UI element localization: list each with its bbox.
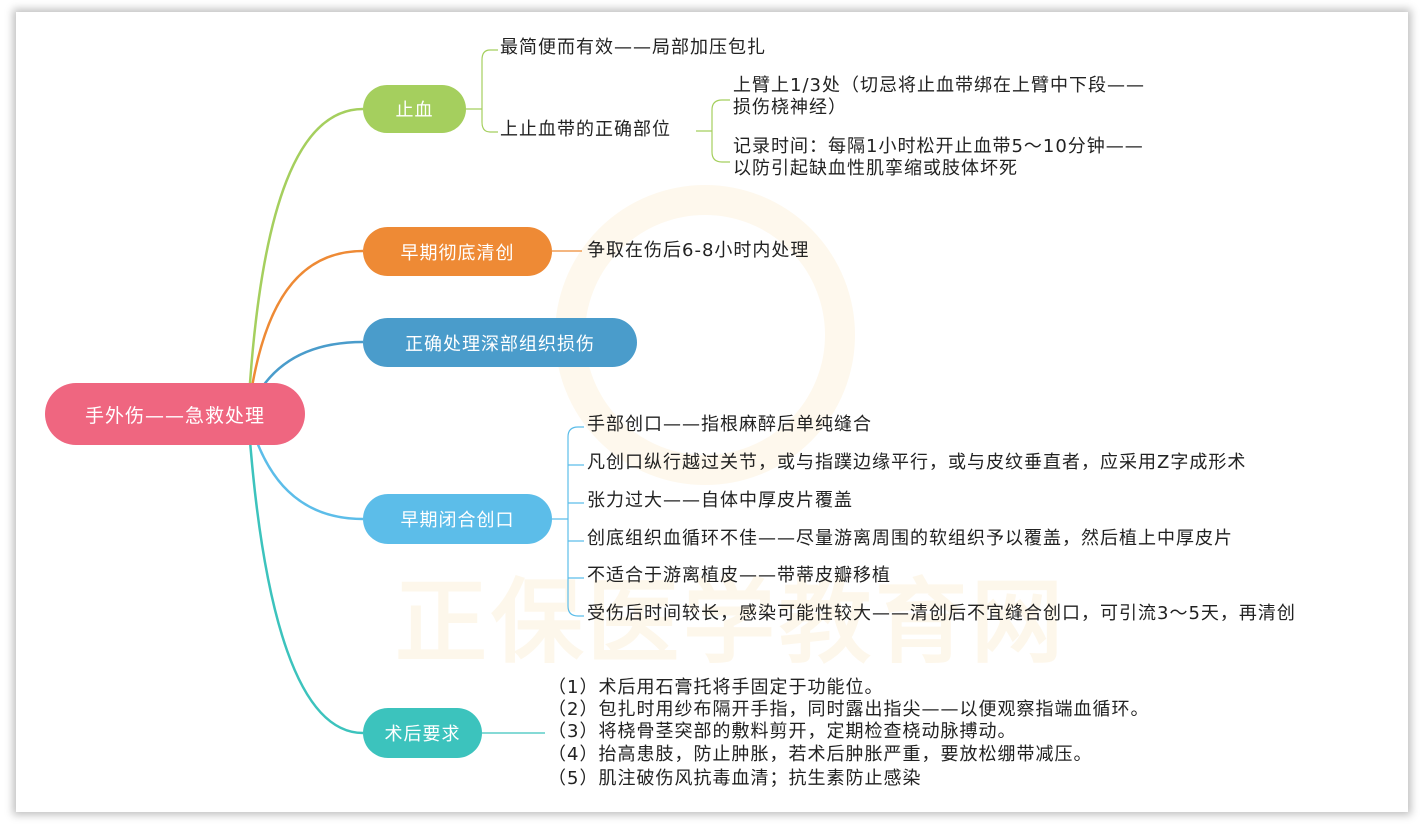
watermark-text: 正保医学教育网 bbox=[395, 569, 1068, 676]
node-wound-closure[interactable]: 早期闭合创口 bbox=[363, 494, 552, 544]
closure-item: 创底组织血循环不佳——尽量游离周围的软组织予以覆盖，然后植上中厚皮片 bbox=[587, 528, 1233, 549]
closure-item: 不适合于游离植皮——带蒂皮瓣移植 bbox=[587, 565, 891, 586]
hemostasis-item: 上止血带的正确部位 bbox=[500, 119, 671, 140]
closure-item: 张力过大——自体中厚皮片覆盖 bbox=[587, 490, 853, 511]
postop-item: （1）术后用石膏托将手固定于功能位。 bbox=[548, 677, 884, 698]
postop-item: （3）将桡骨茎突部的敷料剪开，定期检查桡动脉搏动。 bbox=[548, 721, 1017, 742]
closure-bracket bbox=[552, 426, 584, 617]
tourniquet-bracket bbox=[696, 99, 730, 163]
tourniquet-detail: 损伤桡神经） bbox=[733, 97, 847, 118]
hemostasis-bracket bbox=[466, 49, 498, 133]
node-debridement[interactable]: 早期彻底清创 bbox=[363, 227, 552, 276]
connector-debridement bbox=[246, 249, 364, 415]
postop-item: （2）包扎时用纱布隔开手指，同时露出指尖——以便观察指端血循环。 bbox=[548, 699, 1150, 720]
tourniquet-detail: 以防引起缺血性肌挛缩或肢体坏死 bbox=[733, 158, 1018, 179]
closure-item: 手部创口——指根麻醉后单纯缝合 bbox=[587, 414, 872, 435]
connector-postop bbox=[246, 413, 364, 735]
hemostasis-item: 最简便而有效——局部加压包扎 bbox=[500, 37, 766, 58]
closure-item: 凡创口纵行越过关节，或与指蹼边缘平行，或与皮纹垂直者，应采用Z字成形术 bbox=[587, 452, 1247, 473]
closure-item: 受伤后时间较长，感染可能性较大——清创后不宜缝合创口，可引流3～5天，再清创 bbox=[587, 603, 1296, 624]
node-hemostasis[interactable]: 止血 bbox=[363, 85, 466, 133]
node-postop[interactable]: 术后要求 bbox=[363, 708, 482, 758]
postop-item: （4）抬高患肢，防止肿胀，若术后肿胀严重，要放松绷带减压。 bbox=[548, 744, 1093, 765]
node-deep-tissue[interactable]: 正确处理深部组织损伤 bbox=[363, 318, 637, 367]
connector-hemostasis bbox=[246, 107, 364, 415]
debridement-item: 争取在伤后6-8小时内处理 bbox=[587, 240, 810, 261]
postop-item: （5）肌注破伤风抗毒血清；抗生素防止感染 bbox=[548, 768, 922, 789]
tourniquet-detail: 上臂上1/3处（切忌将止血带绑在上臂中下段—— bbox=[733, 75, 1145, 96]
tourniquet-detail: 记录时间：每隔1小时松开止血带5～10分钟—— bbox=[733, 136, 1144, 157]
root-node[interactable]: 手外伤——急救处理 bbox=[45, 383, 305, 445]
